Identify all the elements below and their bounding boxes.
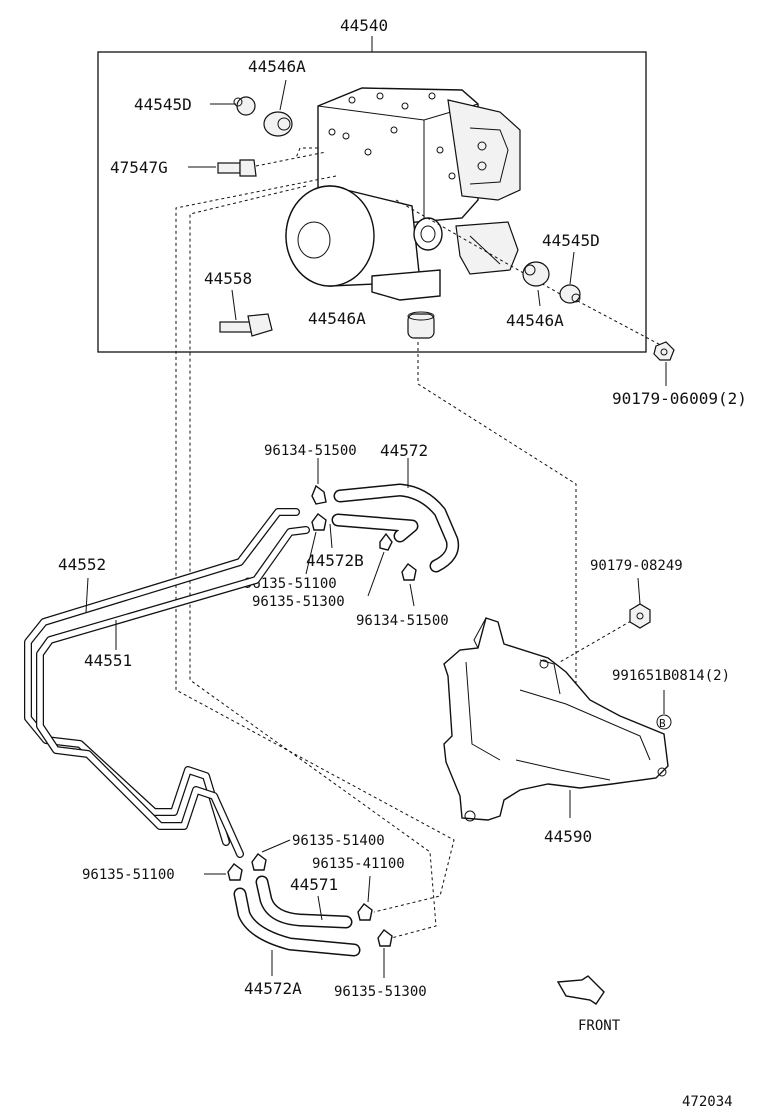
label-96135-51400[interactable]: 96135-51400 [292,833,385,849]
hose-44572[interactable] [333,483,460,573]
hose-44571[interactable] [255,875,353,929]
figure-number: 472034 [682,1094,733,1110]
label-44572[interactable]: 44572 [380,441,428,460]
label-44545d-right[interactable]: 44545D [542,231,600,250]
label-44572a[interactable]: 44572A [244,979,302,998]
label-90179-06009[interactable]: 90179-06009(2) [612,389,747,408]
label-44572b[interactable]: 44572B [306,551,364,570]
label-44558[interactable]: 44558 [204,269,252,288]
clip-96135-51100-mid[interactable] [311,513,327,531]
clip-96135-51100-low[interactable] [227,863,243,881]
tube-44551[interactable] [36,526,310,858]
label-44551[interactable]: 44551 [84,651,132,670]
clip-96134-51500-mid[interactable] [401,563,417,581]
bracket-44590[interactable] [443,617,669,822]
label-96135-51300-low[interactable]: 96135-51300 [334,984,427,1000]
collar-44545d-left[interactable] [233,96,256,116]
nut-90179-08249[interactable] [629,603,651,629]
callout-b-text: B [659,717,666,730]
nut-90179-06009[interactable] [653,341,675,361]
label-44571[interactable]: 44571 [290,875,338,894]
label-991651b0814[interactable]: 991651B0814(2) [612,668,730,684]
callout-b: B [656,714,672,730]
label-44540[interactable]: 44540 [340,16,388,35]
clip-96134-51500-top[interactable] [311,484,327,505]
label-44546a-top[interactable]: 44546A [248,57,306,76]
clip-96135-41100[interactable] [357,903,373,921]
label-96135-41100[interactable]: 96135-41100 [312,856,405,872]
label-44590[interactable]: 44590 [544,827,592,846]
front-arrow-icon [556,975,605,1005]
label-96134-51500-top[interactable]: 96134-51500 [264,443,357,459]
label-44552[interactable]: 44552 [58,555,106,574]
label-96134-51500-mid[interactable]: 96134-51500 [356,613,449,629]
grommet-44546a-right[interactable] [522,261,550,287]
label-44546a-mid[interactable]: 44546A [308,309,366,328]
label-90179-08249[interactable]: 90179-08249 [590,558,683,574]
grommet-44546a-mid[interactable] [407,311,435,339]
clip-96135-51300-mid[interactable] [379,532,393,551]
label-44546a-right[interactable]: 44546A [506,311,564,330]
label-44545d-left[interactable]: 44545D [134,95,192,114]
clip-96135-51400[interactable] [251,853,267,871]
label-96135-51100-mid[interactable]: 96135-51100 [244,576,337,592]
union-44558[interactable] [219,313,273,337]
collar-44545d-right[interactable] [559,284,581,304]
abs-actuator[interactable] [285,87,521,301]
bolt-47547g[interactable] [217,159,257,177]
hose-44572a[interactable] [233,887,361,957]
front-label: FRONT [578,1018,621,1034]
clip-96135-51300-low[interactable] [377,929,393,947]
grommet-44546a-top[interactable] [263,111,293,137]
label-47547g[interactable]: 47547G [110,158,168,177]
label-96135-51100-low[interactable]: 96135-51100 [82,867,175,883]
label-96135-51300-mid[interactable]: 96135-51300 [252,594,345,610]
hose-44572b[interactable] [331,513,419,543]
